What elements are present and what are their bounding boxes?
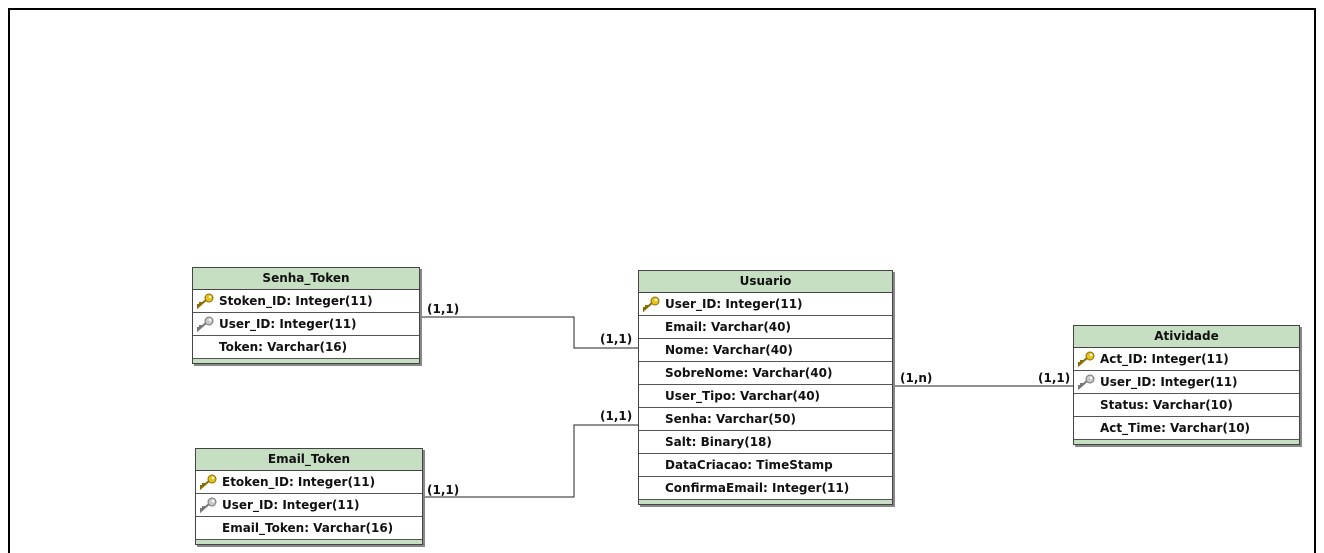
entity-footer [639,500,892,504]
field-row[interactable]: User_Tipo: Varchar(40) [639,385,892,408]
field-label: User_ID: Integer(11) [1100,375,1238,389]
field-row[interactable]: Senha: Varchar(50) [639,408,892,431]
field-row[interactable]: Stoken_ID: Integer(11) [193,290,419,313]
entity-title: Usuario [639,271,892,293]
field-row[interactable]: DataCriacao: TimeStamp [639,454,892,477]
field-row[interactable]: Nome: Varchar(40) [639,339,892,362]
foreign-key-icon [197,316,214,332]
entity-title: Senha_Token [193,268,419,290]
field-label: Email_Token: Varchar(16) [222,521,394,535]
primary-key-icon [197,293,214,309]
card-atividade-side: (1,1) [1038,371,1071,385]
field-label: User_ID: Integer(11) [219,317,357,331]
foreign-key-icon [200,497,217,513]
foreign-key-icon [1078,374,1095,390]
card-usuario-senha-side: (1,1) [600,332,633,346]
field-label: Email: Varchar(40) [665,320,791,334]
primary-key-icon [200,474,217,490]
primary-key-icon [643,296,660,312]
field-row[interactable]: User_ID: Integer(11) [193,313,419,336]
entity-atividade[interactable]: Atividade Act_ID: Integer(11) User_ID: I… [1073,325,1300,445]
entity-footer [1074,440,1299,444]
field-label: User_ID: Integer(11) [665,297,803,311]
entity-usuario[interactable]: Usuario User_ID: Integer(11) Email: Varc… [638,270,893,505]
field-label: Etoken_ID: Integer(11) [222,475,376,489]
field-row[interactable]: Act_Time: Varchar(10) [1074,417,1299,440]
entity-email-token[interactable]: Email_Token Etoken_ID: Integer(11) User_… [195,448,423,545]
primary-key-icon [1078,351,1095,367]
field-label: Status: Varchar(10) [1100,398,1233,412]
entity-title: Atividade [1074,326,1299,348]
field-label: User_Tipo: Varchar(40) [665,389,821,403]
entity-footer [193,359,419,363]
diagram-canvas [8,8,1316,553]
field-label: Senha: Varchar(50) [665,412,796,426]
field-row[interactable]: Status: Varchar(10) [1074,394,1299,417]
field-row[interactable]: Act_ID: Integer(11) [1074,348,1299,371]
field-row[interactable]: Token: Varchar(16) [193,336,419,359]
card-usuario-atividade-side: (1,n) [900,371,933,385]
field-row[interactable]: Email: Varchar(40) [639,316,892,339]
field-label: User_ID: Integer(11) [222,498,360,512]
card-usuario-email-side: (1,1) [600,409,633,423]
field-row[interactable]: Salt: Binary(18) [639,431,892,454]
entity-footer [196,540,422,544]
field-row[interactable]: ConfirmaEmail: Integer(11) [639,477,892,500]
card-senha-side: (1,1) [427,302,460,316]
field-label: Act_Time: Varchar(10) [1100,421,1251,435]
card-email-side: (1,1) [427,483,460,497]
entity-senha-token[interactable]: Senha_Token Stoken_ID: Integer(11) User_… [192,267,420,364]
field-label: Nome: Varchar(40) [665,343,793,357]
field-row[interactable]: User_ID: Integer(11) [1074,371,1299,394]
field-label: DataCriacao: TimeStamp [665,458,833,472]
field-label: ConfirmaEmail: Integer(11) [665,481,850,495]
field-row[interactable]: Email_Token: Varchar(16) [196,517,422,540]
field-row[interactable]: User_ID: Integer(11) [196,494,422,517]
field-row[interactable]: User_ID: Integer(11) [639,293,892,316]
entity-title: Email_Token [196,449,422,471]
field-label: Stoken_ID: Integer(11) [219,294,373,308]
field-label: Act_ID: Integer(11) [1100,352,1229,366]
field-label: SobreNome: Varchar(40) [665,366,833,380]
field-row[interactable]: Etoken_ID: Integer(11) [196,471,422,494]
field-row[interactable]: SobreNome: Varchar(40) [639,362,892,385]
field-label: Token: Varchar(16) [219,340,348,354]
field-label: Salt: Binary(18) [665,435,772,449]
